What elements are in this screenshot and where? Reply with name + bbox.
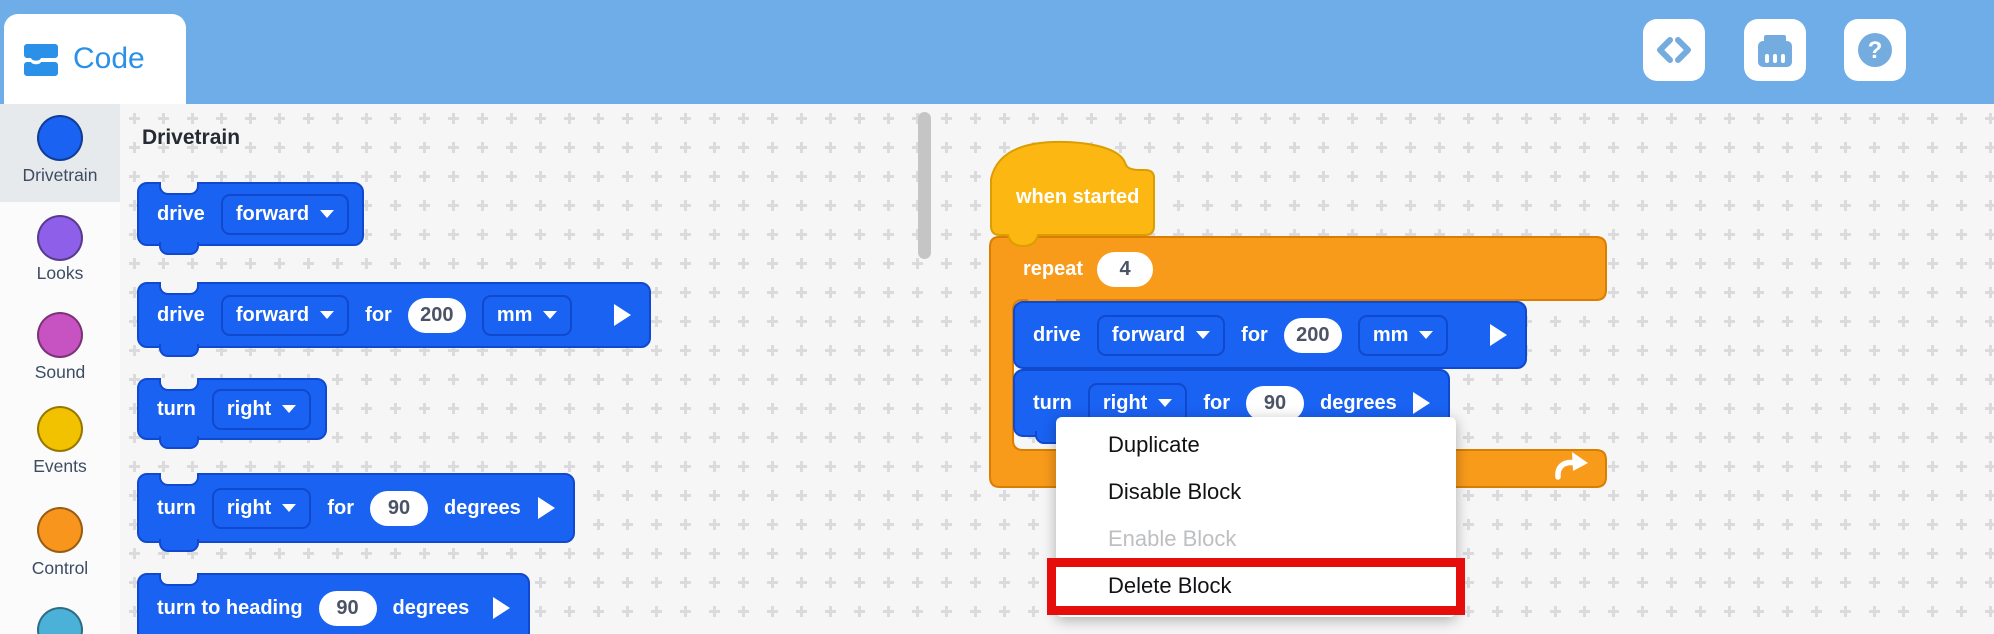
play-icon[interactable] xyxy=(538,497,555,519)
block-label: drive xyxy=(1033,323,1081,346)
palette-block-turn-to-heading[interactable]: turn to heading 90 degrees xyxy=(137,573,530,634)
value-input-oval[interactable]: 200 xyxy=(1283,317,1342,353)
block-notch xyxy=(159,282,199,295)
chevron-down-icon xyxy=(543,311,558,319)
block-label: drive xyxy=(157,202,205,225)
value-input-oval[interactable]: 90 xyxy=(318,590,377,626)
palette-block-turn[interactable]: turn right xyxy=(137,378,327,449)
dropdown-value: forward xyxy=(1111,323,1186,346)
workspace-block-drive-for[interactable]: drive forward for 200 mm xyxy=(1013,301,1527,369)
block-notch xyxy=(159,573,199,586)
repeat-arrow-icon xyxy=(1555,452,1588,480)
block-label: degrees xyxy=(444,496,521,519)
tab-code-label: Code xyxy=(73,42,145,75)
devices-button[interactable] xyxy=(1744,19,1806,81)
sidebar-item-label: Sound xyxy=(34,362,86,382)
palette-title: Drivetrain xyxy=(142,126,241,149)
help-button[interactable]: ? xyxy=(1844,19,1906,81)
block-notch xyxy=(159,242,199,255)
block-notch xyxy=(159,539,199,552)
direction-dropdown[interactable]: forward xyxy=(220,193,350,235)
drivetrain-category-icon xyxy=(37,115,83,161)
when-started-label: when started xyxy=(1016,186,1140,208)
repeat-label: repeat xyxy=(1023,257,1084,280)
delete-block-highlight-box xyxy=(1047,558,1465,615)
dropdown-value: mm xyxy=(1372,323,1409,346)
code-view-toggle-button[interactable] xyxy=(1643,19,1705,81)
menu-item-disable-block[interactable]: Disable Block xyxy=(1108,479,1242,504)
dropdown-value: forward xyxy=(235,202,310,225)
code-view-toggle-icon xyxy=(1657,37,1691,63)
chevron-down-icon xyxy=(1419,331,1434,339)
chevron-down-icon xyxy=(282,504,297,512)
block-notch xyxy=(159,436,199,449)
help-icon: ? xyxy=(1858,33,1892,67)
block-context-menu: Duplicate Disable Block Enable Block Del… xyxy=(1056,417,1456,617)
unit-dropdown[interactable]: mm xyxy=(1357,314,1449,356)
block-label: degrees xyxy=(1320,391,1397,414)
palette-block-drive-for[interactable]: drive forward for 200 mm xyxy=(137,282,651,357)
block-notch xyxy=(159,344,199,357)
play-icon[interactable] xyxy=(1490,324,1507,346)
direction-dropdown[interactable]: right xyxy=(211,487,312,529)
sidebar-item-label: Control xyxy=(31,558,89,578)
block-label: for xyxy=(327,496,354,519)
block-notch xyxy=(159,378,199,391)
direction-dropdown[interactable]: right xyxy=(211,388,312,430)
block-label: for xyxy=(1241,323,1268,346)
repeat-block-header[interactable]: repeat 4 xyxy=(1013,238,1154,300)
block-label: turn xyxy=(1033,391,1072,414)
sidebar-item-label: Events xyxy=(33,456,87,476)
direction-dropdown[interactable]: forward xyxy=(1096,314,1226,356)
chevron-down-icon xyxy=(320,210,335,218)
when-started-hat-block[interactable] xyxy=(990,139,1155,251)
chevron-down-icon xyxy=(282,405,297,413)
palette-block-turn-for[interactable]: turn right for 90 degrees xyxy=(137,473,575,552)
menu-item-enable-block: Enable Block xyxy=(1108,526,1237,551)
tab-code[interactable]: Code xyxy=(4,14,186,104)
brain-devices-icon xyxy=(1758,35,1792,67)
repeat-count-oval[interactable]: 4 xyxy=(1097,251,1154,287)
menu-item-delete-block[interactable]: Delete Block xyxy=(1108,573,1232,598)
block-label: drive xyxy=(157,303,205,326)
block-label: degrees xyxy=(392,596,470,619)
sidebar-item-label: Looks xyxy=(36,263,84,283)
block-label: for xyxy=(1203,391,1230,414)
chevron-down-icon xyxy=(320,311,335,319)
dropdown-value: forward xyxy=(235,303,310,326)
chevron-down-icon xyxy=(1158,399,1173,407)
unit-dropdown[interactable]: mm xyxy=(481,294,573,336)
block-label: turn xyxy=(157,397,196,420)
palette-scrollbar[interactable] xyxy=(918,112,931,259)
value-input-oval[interactable]: 90 xyxy=(1246,385,1304,421)
dropdown-value: mm xyxy=(496,303,533,326)
block-notch xyxy=(159,473,199,486)
block-notch xyxy=(159,182,199,195)
block-label: turn to heading xyxy=(157,596,303,619)
play-icon[interactable] xyxy=(493,597,510,619)
svg-text:?: ? xyxy=(1868,37,1883,64)
dropdown-value: right xyxy=(226,397,272,420)
menu-item-duplicate[interactable]: Duplicate xyxy=(1108,432,1200,457)
header-bar: Code ? xyxy=(0,0,1994,104)
control-category-icon xyxy=(37,507,83,553)
looks-category-icon xyxy=(37,215,83,261)
dropdown-value: right xyxy=(226,496,272,519)
value-input-oval[interactable]: 90 xyxy=(370,490,428,526)
events-category-icon xyxy=(37,406,83,452)
blocks-code-icon xyxy=(24,44,58,76)
sound-category-icon xyxy=(37,312,83,358)
chevron-down-icon xyxy=(1196,331,1211,339)
palette-block-drive[interactable]: drive forward xyxy=(137,182,364,255)
value-input-oval[interactable]: 200 xyxy=(407,297,466,333)
dropdown-value: right xyxy=(1102,391,1148,414)
play-icon[interactable] xyxy=(1413,392,1430,414)
sidebar-item-label: Drivetrain xyxy=(22,165,98,185)
block-label: turn xyxy=(157,496,196,519)
direction-dropdown[interactable]: forward xyxy=(220,294,350,336)
block-label: for xyxy=(365,303,392,326)
play-icon[interactable] xyxy=(614,304,631,326)
